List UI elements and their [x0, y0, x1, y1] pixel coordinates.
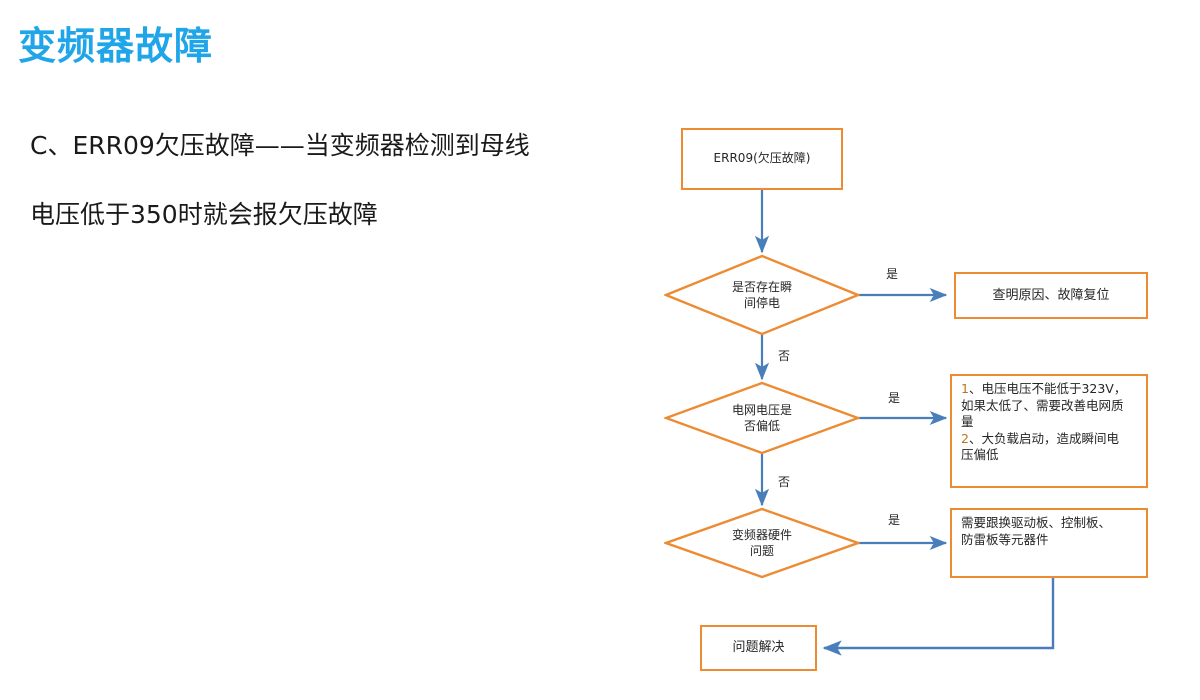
flow-node-action-investigate-label: 查明原因、故障复位	[992, 287, 1110, 303]
body-paragraph-2: 电压低于350时就会报欠压故障	[30, 200, 378, 229]
page-title: 变频器故障	[18, 24, 214, 68]
decision-power-outage-line-2: 间停电	[743, 296, 780, 310]
edge-replace-boards-to-resolved	[822, 578, 1055, 656]
flow-node-decision-grid-voltage-label: 电网电压是 否偏低	[664, 381, 860, 455]
voltage-note-line-2: 如果太低了、需要改善电网质	[961, 397, 1124, 413]
flow-node-start-label: ERR09(欠压故障)	[713, 151, 811, 166]
diamond-shape	[664, 507, 860, 579]
edge-label-decision-grid-voltage-no: 否	[778, 475, 791, 489]
flow-node-decision-grid-voltage[interactable]: 电网电压是 否偏低	[664, 381, 860, 455]
body-paragraph-1: C、ERR09欠压故障——当变频器检测到母线	[30, 131, 530, 160]
flow-node-action-voltage-notes[interactable]: 1、电压电压不能低于323V， 如果太低了、需要改善电网质 量 2、大负载启动，…	[950, 374, 1148, 488]
flow-node-end-resolved-label: 问题解决	[732, 640, 785, 656]
voltage-note-line-3: 量	[961, 414, 974, 429]
flow-node-decision-hardware[interactable]: 变频器硬件 问题	[664, 507, 860, 579]
replace-boards-line-1: 需要跟换驱动板、控制板、	[961, 515, 1112, 530]
diamond-shape	[664, 254, 860, 336]
flow-node-end-resolved[interactable]: 问题解决	[700, 625, 817, 671]
decision-hardware-line-1: 变频器硬件	[731, 527, 792, 542]
decision-grid-voltage-line-1: 电网电压是	[731, 402, 792, 417]
diamond-shape	[664, 381, 860, 455]
flow-node-decision-power-outage-label: 是否存在瞬 间停电	[664, 254, 860, 336]
decision-hardware-line-2: 问题	[749, 544, 774, 558]
flow-node-action-replace-boards[interactable]: 需要跟换驱动板、控制板、 防雷板等元器件	[950, 508, 1148, 578]
body-text-block: C、ERR09欠压故障——当变频器检测到母线 电压低于350时就会报欠压故障	[30, 133, 670, 271]
voltage-note-line-1: 1、电压电压不能低于323V，	[961, 381, 1127, 396]
edge-label-decision-power-outage-yes: 是	[886, 267, 899, 281]
flow-node-action-voltage-notes-label: 1、电压电压不能低于323V， 如果太低了、需要改善电网质 量 2、大负载启动，…	[952, 376, 1132, 464]
decision-power-outage-line-1: 是否存在瞬	[731, 279, 792, 294]
flow-node-action-replace-boards-label: 需要跟换驱动板、控制板、 防雷板等元器件	[952, 510, 1117, 548]
flow-node-decision-hardware-label: 变频器硬件 问题	[664, 507, 860, 579]
flow-node-start[interactable]: ERR09(欠压故障)	[681, 128, 843, 190]
voltage-note-line-4: 2、大负载启动，造成瞬间电	[961, 430, 1119, 446]
edge-label-decision-power-outage-no: 否	[778, 349, 791, 363]
edge-label-decision-hardware-yes: 是	[888, 513, 901, 527]
voltage-note-line-5: 压偏低	[961, 447, 999, 462]
edge-label-decision-grid-voltage-yes: 是	[888, 391, 901, 405]
replace-boards-line-2: 防雷板等元器件	[961, 531, 1049, 547]
flow-node-decision-power-outage[interactable]: 是否存在瞬 间停电	[664, 254, 860, 336]
flow-node-action-investigate[interactable]: 查明原因、故障复位	[954, 272, 1148, 319]
decision-grid-voltage-line-2: 否偏低	[743, 419, 780, 433]
